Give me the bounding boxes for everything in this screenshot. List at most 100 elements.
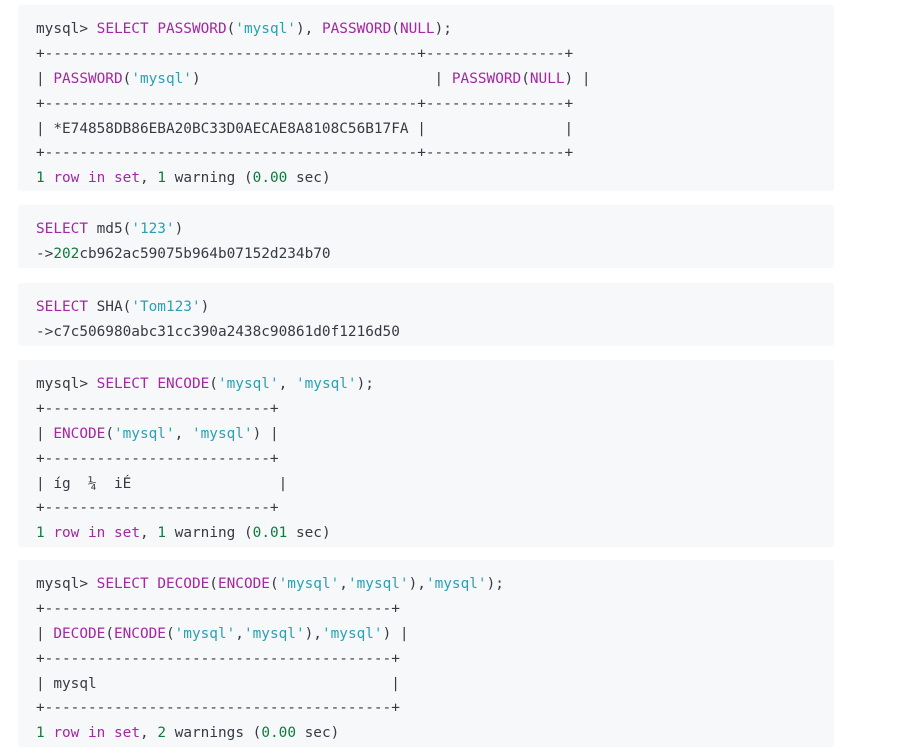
code-token: +--------------------------+: [36, 400, 279, 417]
code-token: set: [114, 725, 141, 742]
code-line: 1 row in set, 1 warning (0.01 sec): [36, 521, 834, 546]
code-line: ->c7c506980abc31cc390a2438c90861d0f1216d…: [36, 320, 834, 345]
code-token: 1: [36, 725, 45, 742]
code-token: (: [209, 576, 218, 592]
code-token: cb962ac59075b964b07152d234b70: [79, 245, 331, 262]
code-block-sha: SELECT SHA('Tom123')->c7c506980abc31cc39…: [18, 283, 834, 346]
code-token: [105, 525, 114, 541]
code-token: ) |: [191, 70, 452, 87]
code-token: warning (: [166, 525, 253, 542]
code-token: (: [122, 70, 132, 87]
code-token: 'Tom123': [131, 299, 201, 315]
code-token: 1: [36, 525, 45, 542]
code-token: ,: [278, 376, 296, 392]
code-line: | ENCODE('mysql', 'mysql') |: [36, 422, 834, 447]
code-token: 1: [157, 525, 167, 542]
code-token: );: [434, 21, 452, 37]
code-token: 0.01: [252, 525, 288, 542]
code-token: 202: [53, 245, 80, 262]
code-token: SELECT: [96, 576, 149, 592]
code-token: ): [200, 299, 210, 315]
code-line: +--------------------------+: [36, 496, 834, 521]
code-token: sec): [287, 170, 331, 187]
code-token: warnings (: [166, 725, 262, 742]
code-token: PASSWORD: [451, 70, 522, 87]
code-token: NULL: [529, 70, 565, 87]
code-line: SELECT md5('123'): [36, 217, 834, 242]
code-token: PASSWORD: [157, 21, 227, 37]
code-token: warning (: [166, 170, 253, 187]
code-token: mysql>: [36, 21, 97, 37]
code-token: ),: [295, 21, 322, 37]
code-token: ,: [235, 625, 244, 642]
code-token: [79, 525, 88, 541]
code-block-md5: SELECT md5('123')->202cb962ac59075b964b0…: [18, 205, 834, 268]
code-token: ): [174, 221, 184, 237]
code-token: 'mysql': [278, 576, 340, 592]
code-token: );: [356, 376, 374, 392]
code-token: |: [36, 425, 54, 442]
code-line: ->202cb962ac59075b964b07152d234b70: [36, 242, 834, 267]
code-line: +---------------------------------------…: [36, 597, 834, 622]
code-token: +--------------------------+: [36, 450, 279, 467]
code-token: 1: [157, 170, 167, 187]
code-token: (: [165, 625, 175, 642]
code-token: (: [391, 21, 400, 37]
code-token: SHA(: [87, 299, 132, 315]
code-token: in: [88, 525, 106, 542]
code-token: [79, 725, 88, 741]
code-token: row: [53, 725, 80, 742]
code-token: '123': [131, 221, 175, 237]
code-token: (: [105, 625, 114, 642]
code-block-password: mysql> SELECT PASSWORD('mysql'), PASSWOR…: [18, 5, 834, 191]
code-token: ENCODE: [217, 576, 270, 592]
code-token: +---------------------------------------…: [36, 45, 574, 62]
code-token: (: [521, 70, 530, 87]
code-token: ) |: [252, 425, 279, 442]
code-token: +---------------------------------------…: [36, 95, 574, 112]
code-token: ,: [339, 576, 348, 592]
code-token: +---------------------------------------…: [36, 145, 574, 162]
code-token: DECODE: [157, 576, 210, 592]
code-token: 'mysql': [243, 625, 305, 642]
code-token: SELECT: [96, 21, 149, 37]
code-token: SELECT: [36, 221, 88, 237]
code-token: [79, 170, 88, 186]
code-token: [105, 725, 114, 741]
code-token: ,: [140, 525, 158, 542]
code-line: +---------------------------------------…: [36, 696, 834, 721]
code-token: 'mysql': [131, 70, 192, 87]
code-line: +---------------------------------------…: [36, 647, 834, 672]
code-line: +--------------------------+: [36, 397, 834, 422]
code-token: ENCODE: [113, 625, 166, 642]
code-token: SELECT: [96, 376, 149, 392]
code-line: | *E74858DB86EBA20BC33D0AECAE8A8108C56B1…: [36, 117, 834, 142]
code-line: mysql> SELECT ENCODE('mysql', 'mysql');: [36, 372, 834, 397]
code-token: 0.00: [261, 725, 296, 742]
code-token: ),: [304, 625, 322, 642]
code-token: 'mysql': [217, 376, 279, 392]
code-token: NULL: [399, 21, 435, 37]
code-token: 'mysql': [347, 576, 409, 592]
code-token: row: [53, 525, 80, 542]
code-token: 'mysql': [295, 376, 357, 392]
code-token: mysql>: [36, 576, 97, 592]
code-token: in: [88, 170, 106, 187]
code-token: 'mysql': [235, 21, 296, 37]
code-token: 2: [157, 725, 167, 742]
code-token: 'mysql': [425, 576, 487, 592]
code-token: (: [269, 576, 279, 592]
code-token: row: [53, 170, 80, 187]
code-token: PASSWORD: [53, 70, 123, 87]
code-block-encode: mysql> SELECT ENCODE('mysql', 'mysql'); +…: [18, 360, 834, 547]
code-token: +--------------------------+: [36, 500, 279, 517]
code-line: | PASSWORD('mysql') | PASSWORD(NULL) |: [36, 67, 834, 92]
code-token: [149, 376, 158, 392]
code-token: [149, 21, 158, 37]
code-token: (: [209, 376, 218, 392]
code-token: sec): [295, 725, 340, 742]
code-token: sec): [287, 525, 331, 542]
code-token: +---------------------------------------…: [36, 700, 400, 717]
code-line: +---------------------------------------…: [36, 141, 834, 166]
code-token: ,: [140, 170, 158, 187]
